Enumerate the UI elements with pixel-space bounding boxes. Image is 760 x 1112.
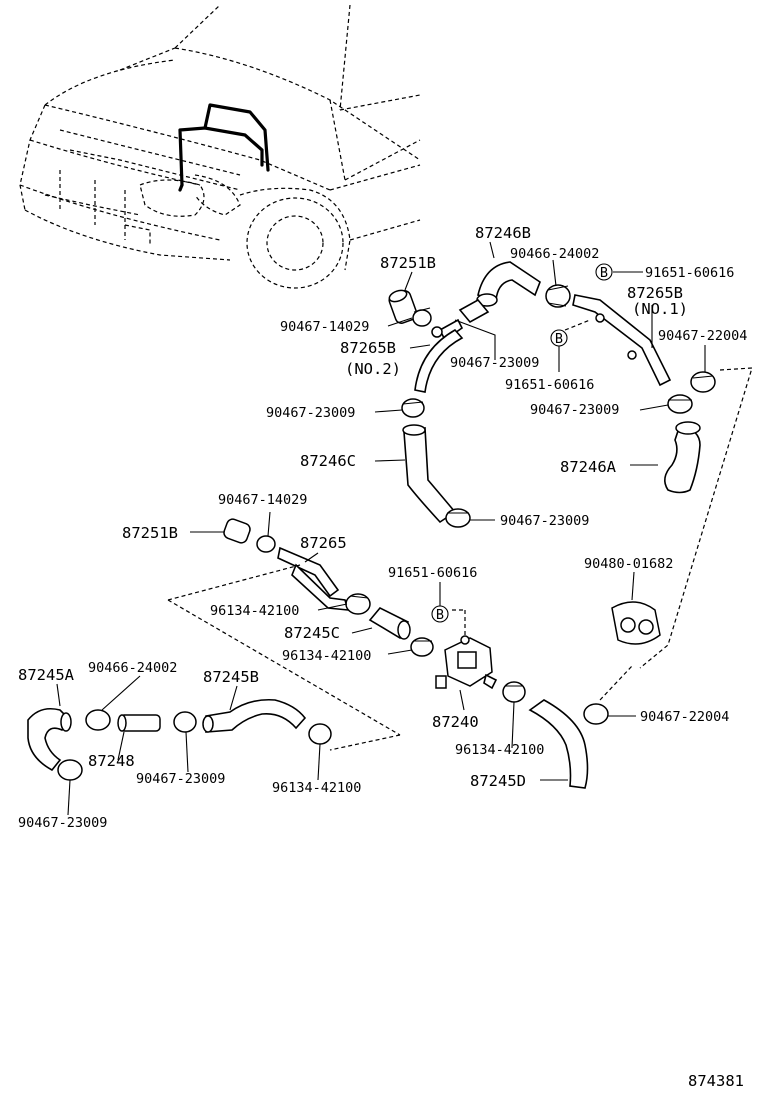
label-90466-24002-lower: 90466-24002: [88, 660, 177, 676]
hose-87246c: [402, 424, 457, 524]
water-valve-87240: [435, 635, 498, 690]
label-87251b-upper: 87251B: [380, 254, 436, 272]
clip-90467-14029-lower: [256, 535, 276, 553]
label-87245b: 87245B: [203, 668, 259, 686]
ref-marker-b-3: B: [431, 605, 449, 623]
label-90467-14029-lower: 90467-14029: [218, 492, 307, 508]
label-96134-42100-b: 96134-42100: [282, 648, 371, 664]
label-90467-23009-left: 90467-23009: [266, 405, 355, 421]
pipe-87265: [277, 546, 350, 611]
clip-96134-42100-a: [345, 593, 371, 615]
label-91651-60616-upper: 91651-60616: [645, 265, 734, 281]
clip-90467-23009-right: [667, 394, 693, 414]
hose-87245c: [368, 607, 411, 640]
label-87251b-lower: 87251B: [122, 524, 178, 542]
pipe-87248: [117, 714, 161, 732]
label-87245d: 87245D: [470, 772, 526, 790]
label-90467-22004-lower: 90467-22004: [640, 709, 729, 725]
label-96134-42100-a: 96134-42100: [210, 603, 299, 619]
clip-90467-23009-no2: [401, 398, 425, 418]
label-90467-23009-c: 90467-23009: [500, 513, 589, 529]
clip-90467-14029-upper: [412, 307, 432, 327]
label-90467-23009-mid: 90467-23009: [450, 355, 539, 371]
hose-87246a: [664, 421, 701, 494]
label-87265b-no1-sub: (NO.1): [632, 300, 688, 318]
label-90467-23009-lower: 90467-23009: [136, 771, 225, 787]
figure-number: 874381: [688, 1072, 744, 1090]
label-90467-14029-upper: 90467-14029: [280, 319, 369, 335]
label-87265b-no2-sub: (NO.2): [345, 360, 401, 378]
clip-90467-23009-87246c: [445, 508, 471, 528]
label-90466-24002-upper: 90466-24002: [510, 246, 599, 262]
grommet-90480-01682: [611, 601, 661, 645]
clip-90466-24002-lower: [85, 709, 111, 731]
installation-boundary: [167, 319, 753, 751]
label-87245a: 87245A: [18, 666, 75, 684]
label-87245c: 87245C: [284, 624, 340, 642]
clip-90467-23009-bottom: [57, 759, 83, 781]
ref-marker-b-1: B: [595, 263, 613, 281]
label-87240: 87240: [432, 713, 479, 731]
clip-96134-42100-b: [410, 637, 434, 657]
label-90467-23009-bottom: 90467-23009: [18, 815, 107, 831]
part-labels: 87251B 87246B 90466-24002 91651-60616 87…: [18, 224, 747, 1090]
label-91651-60616-mid: 91651-60616: [505, 377, 594, 393]
clip-96134-42100-c: [502, 681, 526, 703]
plug-87251b-upper: [388, 289, 418, 324]
label-96134-42100-c: 96134-42100: [455, 742, 544, 758]
label-87265: 87265: [300, 534, 347, 552]
label-96134-42100-d: 96134-42100: [272, 780, 361, 796]
label-87265b-no2: 87265B: [340, 339, 396, 357]
hose-87245b: [202, 698, 307, 733]
label-87265b-no1: 87265B: [627, 284, 683, 302]
vehicle-outline: [19, 4, 421, 289]
clip-90467-23009-lower: [173, 711, 197, 733]
label-87246a: 87246A: [560, 458, 617, 476]
clip-90466-24002-upper: [545, 284, 571, 308]
heater-hose-routing-thumbnail: [178, 103, 270, 192]
clip-96134-42100-d: [308, 723, 332, 745]
label-91651-60616-lower: 91651-60616: [388, 565, 477, 581]
ref-marker-b-2: B: [550, 329, 568, 347]
label-87246b: 87246B: [475, 224, 531, 242]
label-90467-23009-right: 90467-23009: [530, 402, 619, 418]
plug-87251b-lower: [223, 518, 251, 544]
label-90467-22004-upper: 90467-22004: [658, 328, 747, 344]
svg-text:B: B: [555, 331, 563, 347]
pipe-87265b-no2: [414, 318, 464, 393]
hose-87245d: [528, 699, 589, 789]
svg-text:B: B: [436, 607, 444, 623]
label-87246c: 87246C: [300, 452, 356, 470]
clip-90467-22004-upper: [690, 371, 716, 393]
hose-87246b: [458, 261, 541, 324]
label-87248: 87248: [88, 752, 135, 770]
hose-87245a: [27, 707, 72, 772]
label-90480-01682: 90480-01682: [584, 556, 673, 572]
svg-text:B: B: [600, 265, 608, 281]
clip-90467-22004-lower: [583, 703, 609, 725]
leader-lines: [56, 241, 706, 816]
pipe-87265b-no1: [572, 294, 672, 387]
